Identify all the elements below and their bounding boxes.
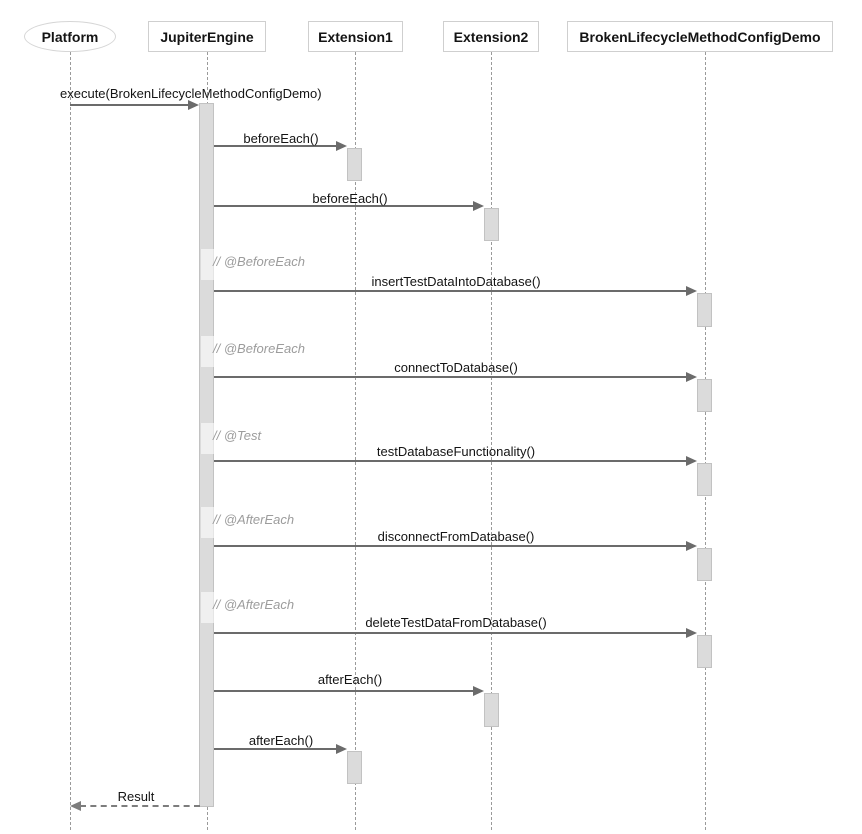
comment-label: // @BeforeEach (213, 254, 305, 269)
message-line (70, 104, 190, 106)
comment-label: // @Test (213, 428, 262, 443)
arrowhead-icon (686, 541, 697, 551)
activation-bar-broken-lifecycle-method-config-demo (697, 293, 712, 327)
activation-bar-broken-lifecycle-method-config-demo (697, 635, 712, 668)
comment-label: // @BeforeEach (213, 341, 305, 356)
message-line (214, 145, 338, 147)
message-line (214, 545, 688, 547)
arrowhead-icon (473, 686, 484, 696)
arrowhead-icon (686, 456, 697, 466)
arrowhead-icon (70, 801, 81, 811)
message-label: afterEach() (248, 733, 314, 748)
participant-broken-lifecycle-method-config-demo: BrokenLifecycleMethodConfigDemo (567, 21, 833, 52)
activation-bar-broken-lifecycle-method-config-demo (697, 379, 712, 412)
message-line (214, 690, 475, 692)
activation-notch (201, 507, 214, 538)
participant-platform: Platform (24, 21, 116, 52)
activation-bar-extension1 (347, 148, 362, 181)
arrowhead-icon (686, 628, 697, 638)
activation-bar-extension1 (347, 751, 362, 784)
message-line (214, 290, 688, 292)
lifeline-extension2 (491, 52, 492, 830)
activation-bar-broken-lifecycle-method-config-demo (697, 548, 712, 581)
activation-notch (201, 336, 214, 367)
arrowhead-icon (336, 141, 347, 151)
comment-label: // @AfterEach (213, 597, 295, 612)
participant-extension2: Extension2 (443, 21, 539, 52)
arrowhead-icon (336, 744, 347, 754)
message-line (214, 748, 338, 750)
message-label: deleteTestDataFromDatabase() (365, 615, 547, 630)
message-label: connectToDatabase() (394, 360, 518, 375)
arrowhead-icon (473, 201, 484, 211)
activation-notch (201, 592, 214, 623)
message-line (214, 376, 688, 378)
lifeline-extension1 (355, 52, 356, 830)
activation-notch (201, 423, 214, 454)
activation-bar-jupiter-engine (199, 103, 214, 807)
message-line (214, 205, 475, 207)
arrowhead-icon (686, 372, 697, 382)
message-label: afterEach() (317, 672, 383, 687)
activation-notch (201, 249, 214, 280)
message-label: Result (117, 789, 155, 804)
comment-label: // @AfterEach (213, 512, 295, 527)
activation-bar-broken-lifecycle-method-config-demo (697, 463, 712, 496)
participant-extension1: Extension1 (308, 21, 403, 52)
message-label: disconnectFromDatabase() (377, 529, 535, 544)
arrowhead-icon (188, 100, 199, 110)
lifeline-broken-lifecycle-method-config-demo (705, 52, 706, 830)
message-label: beforeEach() (312, 191, 388, 206)
message-label: execute(BrokenLifecycleMethodConfigDemo) (60, 86, 322, 101)
message-line (214, 632, 688, 634)
message-line (214, 460, 688, 462)
lifeline-platform (70, 52, 71, 830)
arrowhead-icon (686, 286, 697, 296)
message-line (80, 805, 200, 807)
participant-jupiter-engine: JupiterEngine (148, 21, 266, 52)
activation-bar-extension2 (484, 693, 499, 727)
message-label: insertTestDataIntoDatabase() (371, 274, 541, 289)
message-label: beforeEach() (243, 131, 319, 146)
message-label: testDatabaseFunctionality() (376, 444, 536, 459)
activation-bar-extension2 (484, 208, 499, 241)
